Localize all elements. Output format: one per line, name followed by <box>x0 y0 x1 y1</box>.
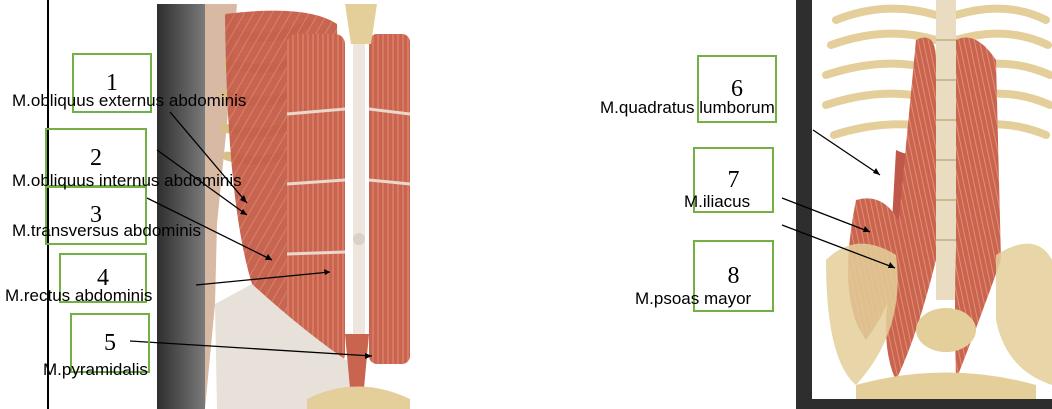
label-quadratus-lumborum: M.quadratus lumborum <box>600 98 775 117</box>
label-pyramidalis: M.pyramidalis <box>43 360 148 379</box>
divider-line <box>47 0 49 409</box>
label-rectus: M.rectus abdominis <box>5 286 153 305</box>
abdominal-wall-illustration <box>157 4 410 409</box>
number-box-1: 1 <box>72 53 152 113</box>
posterior-abdominal-wall-illustration <box>796 0 1052 409</box>
number-box-4: 4 <box>59 253 147 303</box>
number-box-5: 5 <box>70 313 150 373</box>
number-box-2: 2 <box>45 128 147 188</box>
number-box-3: 3 <box>45 185 147 245</box>
number-box-6: 6 <box>697 55 777 123</box>
label-obliquus-internus: M.obliquus internus abdominis <box>12 171 242 190</box>
number-box-7: 7 <box>693 147 774 213</box>
label-psoas-mayor: M.psoas mayor <box>635 289 752 308</box>
label-iliacus: M.iliacus <box>684 192 751 211</box>
label-obliquus-externus: M.obliquus externus abdominis <box>12 91 247 110</box>
label-transversus: M.transversus abdominis <box>12 221 201 240</box>
number-box-8: 8 <box>693 240 774 312</box>
